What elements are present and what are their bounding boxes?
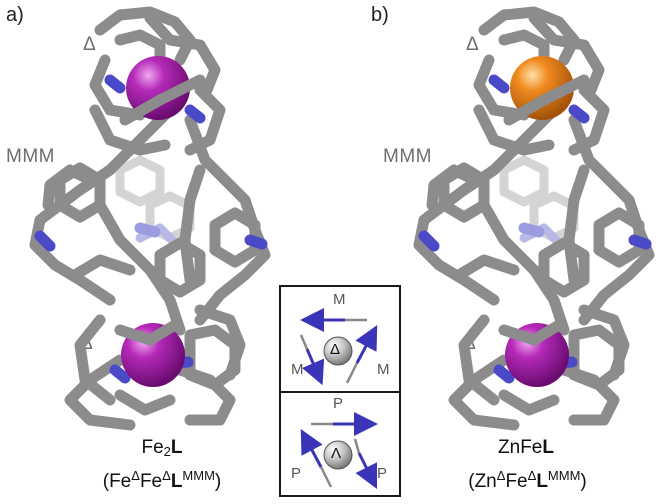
legend-delta-arrows (299, 308, 378, 386)
legend-top-label-right: M (377, 361, 390, 378)
panel-a-formula-sub: 2 (163, 444, 171, 459)
panel-a-metal1: Fe (109, 471, 132, 492)
panel-b-metal2-sup: Δ (527, 468, 537, 483)
panel-a-helicity: MMM (6, 146, 55, 167)
panel-b-formula-prefix: ZnFe (498, 437, 543, 458)
panel-b-ligand: L (536, 471, 548, 492)
panel-a-helix-sup: MMM (182, 468, 215, 483)
panel-b-helicity: MMM (383, 146, 432, 167)
legend-lambda-symbol: Λ (331, 445, 342, 462)
panel-a-ligand: L (170, 471, 183, 492)
panel-a-metal1-sup: Δ (131, 468, 140, 483)
legend-top-label-left: M (291, 361, 304, 378)
panel-b-formula-ligand: L (542, 437, 554, 458)
legend-lambda-arrows (300, 412, 378, 490)
panel-b-metal1: Zn (474, 471, 497, 492)
legend-divider (281, 391, 399, 393)
panel-a-close-paren: ) (214, 471, 222, 492)
panel-a-top-delta: Δ (83, 34, 97, 55)
panel-a-formula-prefix: Fe (141, 437, 164, 458)
panel-b-close-paren: ) (580, 471, 587, 492)
panel-b-top-delta: Δ (466, 34, 480, 55)
panel-b-formula: ZnFeL (426, 437, 626, 459)
panel-a-label: a) (6, 4, 24, 26)
chirality-legend: M M M Δ P P P (279, 285, 401, 497)
panel-b-metal1-sup: Δ (496, 468, 506, 483)
panel-b-helix-sup: MMM (547, 468, 581, 483)
legend-bottom-label-top: P (333, 395, 344, 412)
panel-a-metal2: Fe (139, 471, 163, 492)
panel-a-formula-ligand: L (170, 437, 183, 458)
legend-top-label-top: M (333, 291, 346, 308)
panel-a-metal2-sup: Δ (162, 468, 171, 483)
panel-b-stereo-descriptor: (ZnΔFeΔLMMM) (420, 468, 635, 493)
panel-b-open-paren: ( (468, 471, 475, 492)
panel-a-stereo-descriptor: (FeΔFeΔLMMM) (52, 468, 272, 493)
legend-bottom-label-left: P (291, 465, 302, 482)
panel-b-metal2: Fe (505, 471, 528, 492)
panel-a-open-paren: ( (102, 471, 110, 492)
legend-bottom-label-right: P (377, 465, 388, 482)
panel-a-formula: Fe2L (62, 437, 262, 459)
legend-delta-symbol: Δ (330, 341, 341, 358)
panel-b-label: b) (371, 4, 389, 26)
